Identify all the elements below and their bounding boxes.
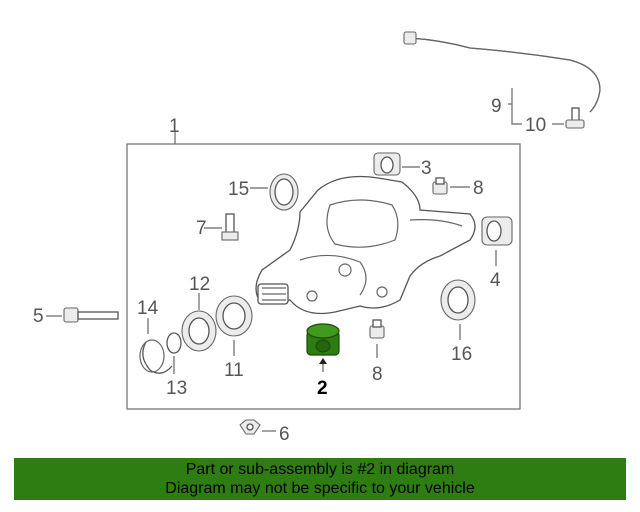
callout-11[interactable]: 11 <box>224 360 244 381</box>
part-2-bushing-highlighted[interactable] <box>306 323 340 356</box>
callout-3[interactable]: 3 <box>421 158 432 179</box>
callout-14[interactable]: 14 <box>137 298 159 319</box>
part-10-vent-fitting[interactable] <box>565 107 585 129</box>
callout-6[interactable]: 6 <box>279 424 290 445</box>
assembly-frame <box>126 143 521 410</box>
part-15-seal[interactable] <box>269 173 299 211</box>
part-4-bushing[interactable] <box>481 216 513 246</box>
part-12-seal[interactable] <box>181 310 217 352</box>
exploded-parts-diagram: 1 2 3 8 4 15 <box>33 31 601 445</box>
part-11-bearing[interactable] <box>215 295 253 337</box>
part-3-bushing[interactable] <box>373 152 401 176</box>
callout-7[interactable]: 7 <box>196 218 207 239</box>
part-8-plug-bottom[interactable] <box>369 319 385 339</box>
banner-line-2: Diagram may not be specific to your vehi… <box>165 480 475 497</box>
callout-10[interactable]: 10 <box>525 115 546 136</box>
callout-16[interactable]: 16 <box>451 344 472 365</box>
info-banner: Part or sub-assembly is #2 in diagram Di… <box>14 458 626 500</box>
callout-2[interactable]: 2 <box>317 378 328 399</box>
banner-line-1: Part or sub-assembly is #2 in diagram <box>185 461 455 478</box>
part-7-stud[interactable] <box>221 213 239 241</box>
callout-15[interactable]: 15 <box>228 179 249 200</box>
part-8-plug-top[interactable] <box>432 177 448 195</box>
part-14-snap-ring[interactable] <box>139 339 173 374</box>
part-9-vent-hose[interactable] <box>403 31 601 113</box>
callout-8-bottom[interactable]: 8 <box>372 364 383 385</box>
part-5-bolt[interactable] <box>63 307 119 323</box>
callout-13[interactable]: 13 <box>166 378 187 399</box>
part-16-seal[interactable] <box>440 279 476 321</box>
callout-5[interactable]: 5 <box>33 306 44 327</box>
callout-8-top[interactable]: 8 <box>473 178 484 199</box>
callout-1[interactable]: 1 <box>169 116 180 137</box>
callout-9[interactable]: 9 <box>491 96 502 117</box>
differential-housing <box>255 175 476 315</box>
part-6-nut[interactable] <box>239 419 261 435</box>
callout-4[interactable]: 4 <box>490 270 501 291</box>
part-13-washer[interactable] <box>166 332 182 354</box>
callout-12[interactable]: 12 <box>189 274 210 295</box>
